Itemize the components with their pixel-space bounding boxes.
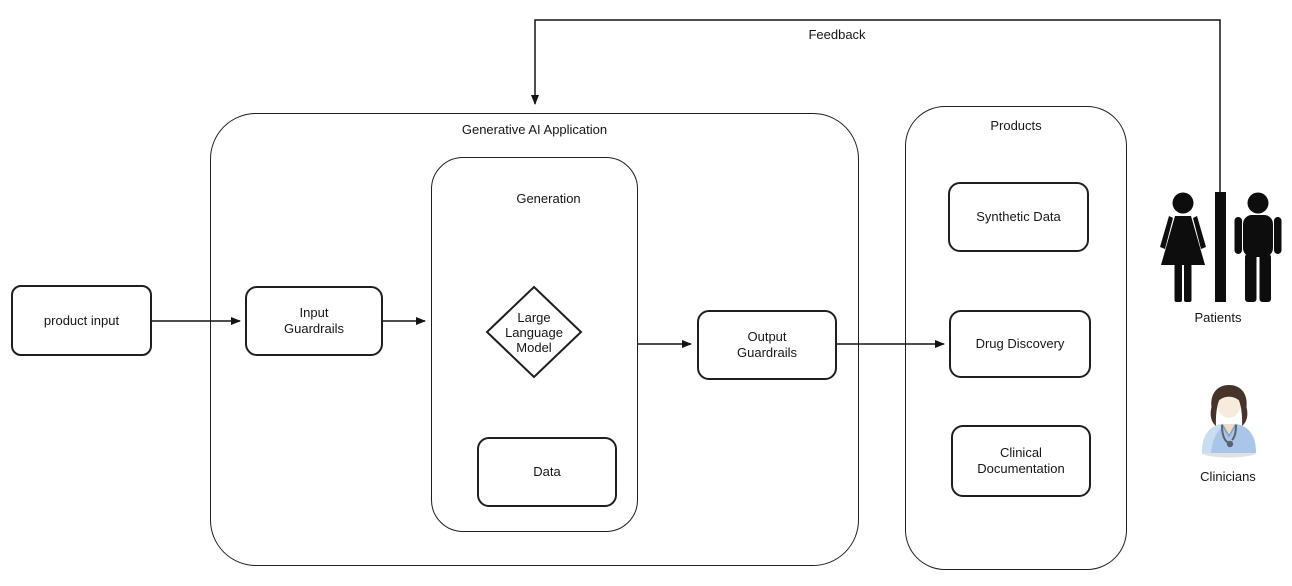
clinician-stethoscope-chestpiece (1226, 440, 1234, 448)
feedback-label: Feedback (808, 27, 866, 42)
man-icon (1234, 192, 1282, 302)
llm-label: Large Language Model (505, 310, 563, 355)
product-item-synthetic-data: Synthetic Data (948, 182, 1089, 252)
woman-icon (1160, 192, 1206, 302)
generative-ai-application-title: Generative AI Application (461, 122, 608, 137)
data-node: Data (477, 437, 617, 507)
clinicians-label: Clinicians (1200, 469, 1256, 484)
input-guardrails-node: Input Guardrails (245, 286, 383, 356)
clinician-icon (1202, 385, 1256, 458)
patients-label: Patients (1194, 310, 1242, 325)
patients-icon (1160, 192, 1282, 302)
clinician-vneck (1221, 423, 1237, 438)
clinician-stethoscope-tube (1221, 424, 1237, 444)
clinician-face (1217, 388, 1241, 418)
product-item-clinical-documentation: Clinical Documentation (951, 425, 1091, 497)
clinician-scrub (1202, 424, 1256, 453)
clinician-chest (1223, 424, 1235, 435)
product-input-node: product input (11, 285, 152, 356)
clinician-shadow (1202, 448, 1256, 458)
output-guardrails-node: Output Guardrails (697, 310, 837, 380)
product-item-drug-discovery: Drug Discovery (949, 310, 1091, 378)
generation-title: Generation (516, 191, 581, 206)
products-title: Products (990, 118, 1042, 133)
clinician-scrub-highlight (1202, 424, 1226, 453)
patients-divider-bar (1215, 192, 1226, 302)
clinician-hair (1210, 385, 1248, 426)
